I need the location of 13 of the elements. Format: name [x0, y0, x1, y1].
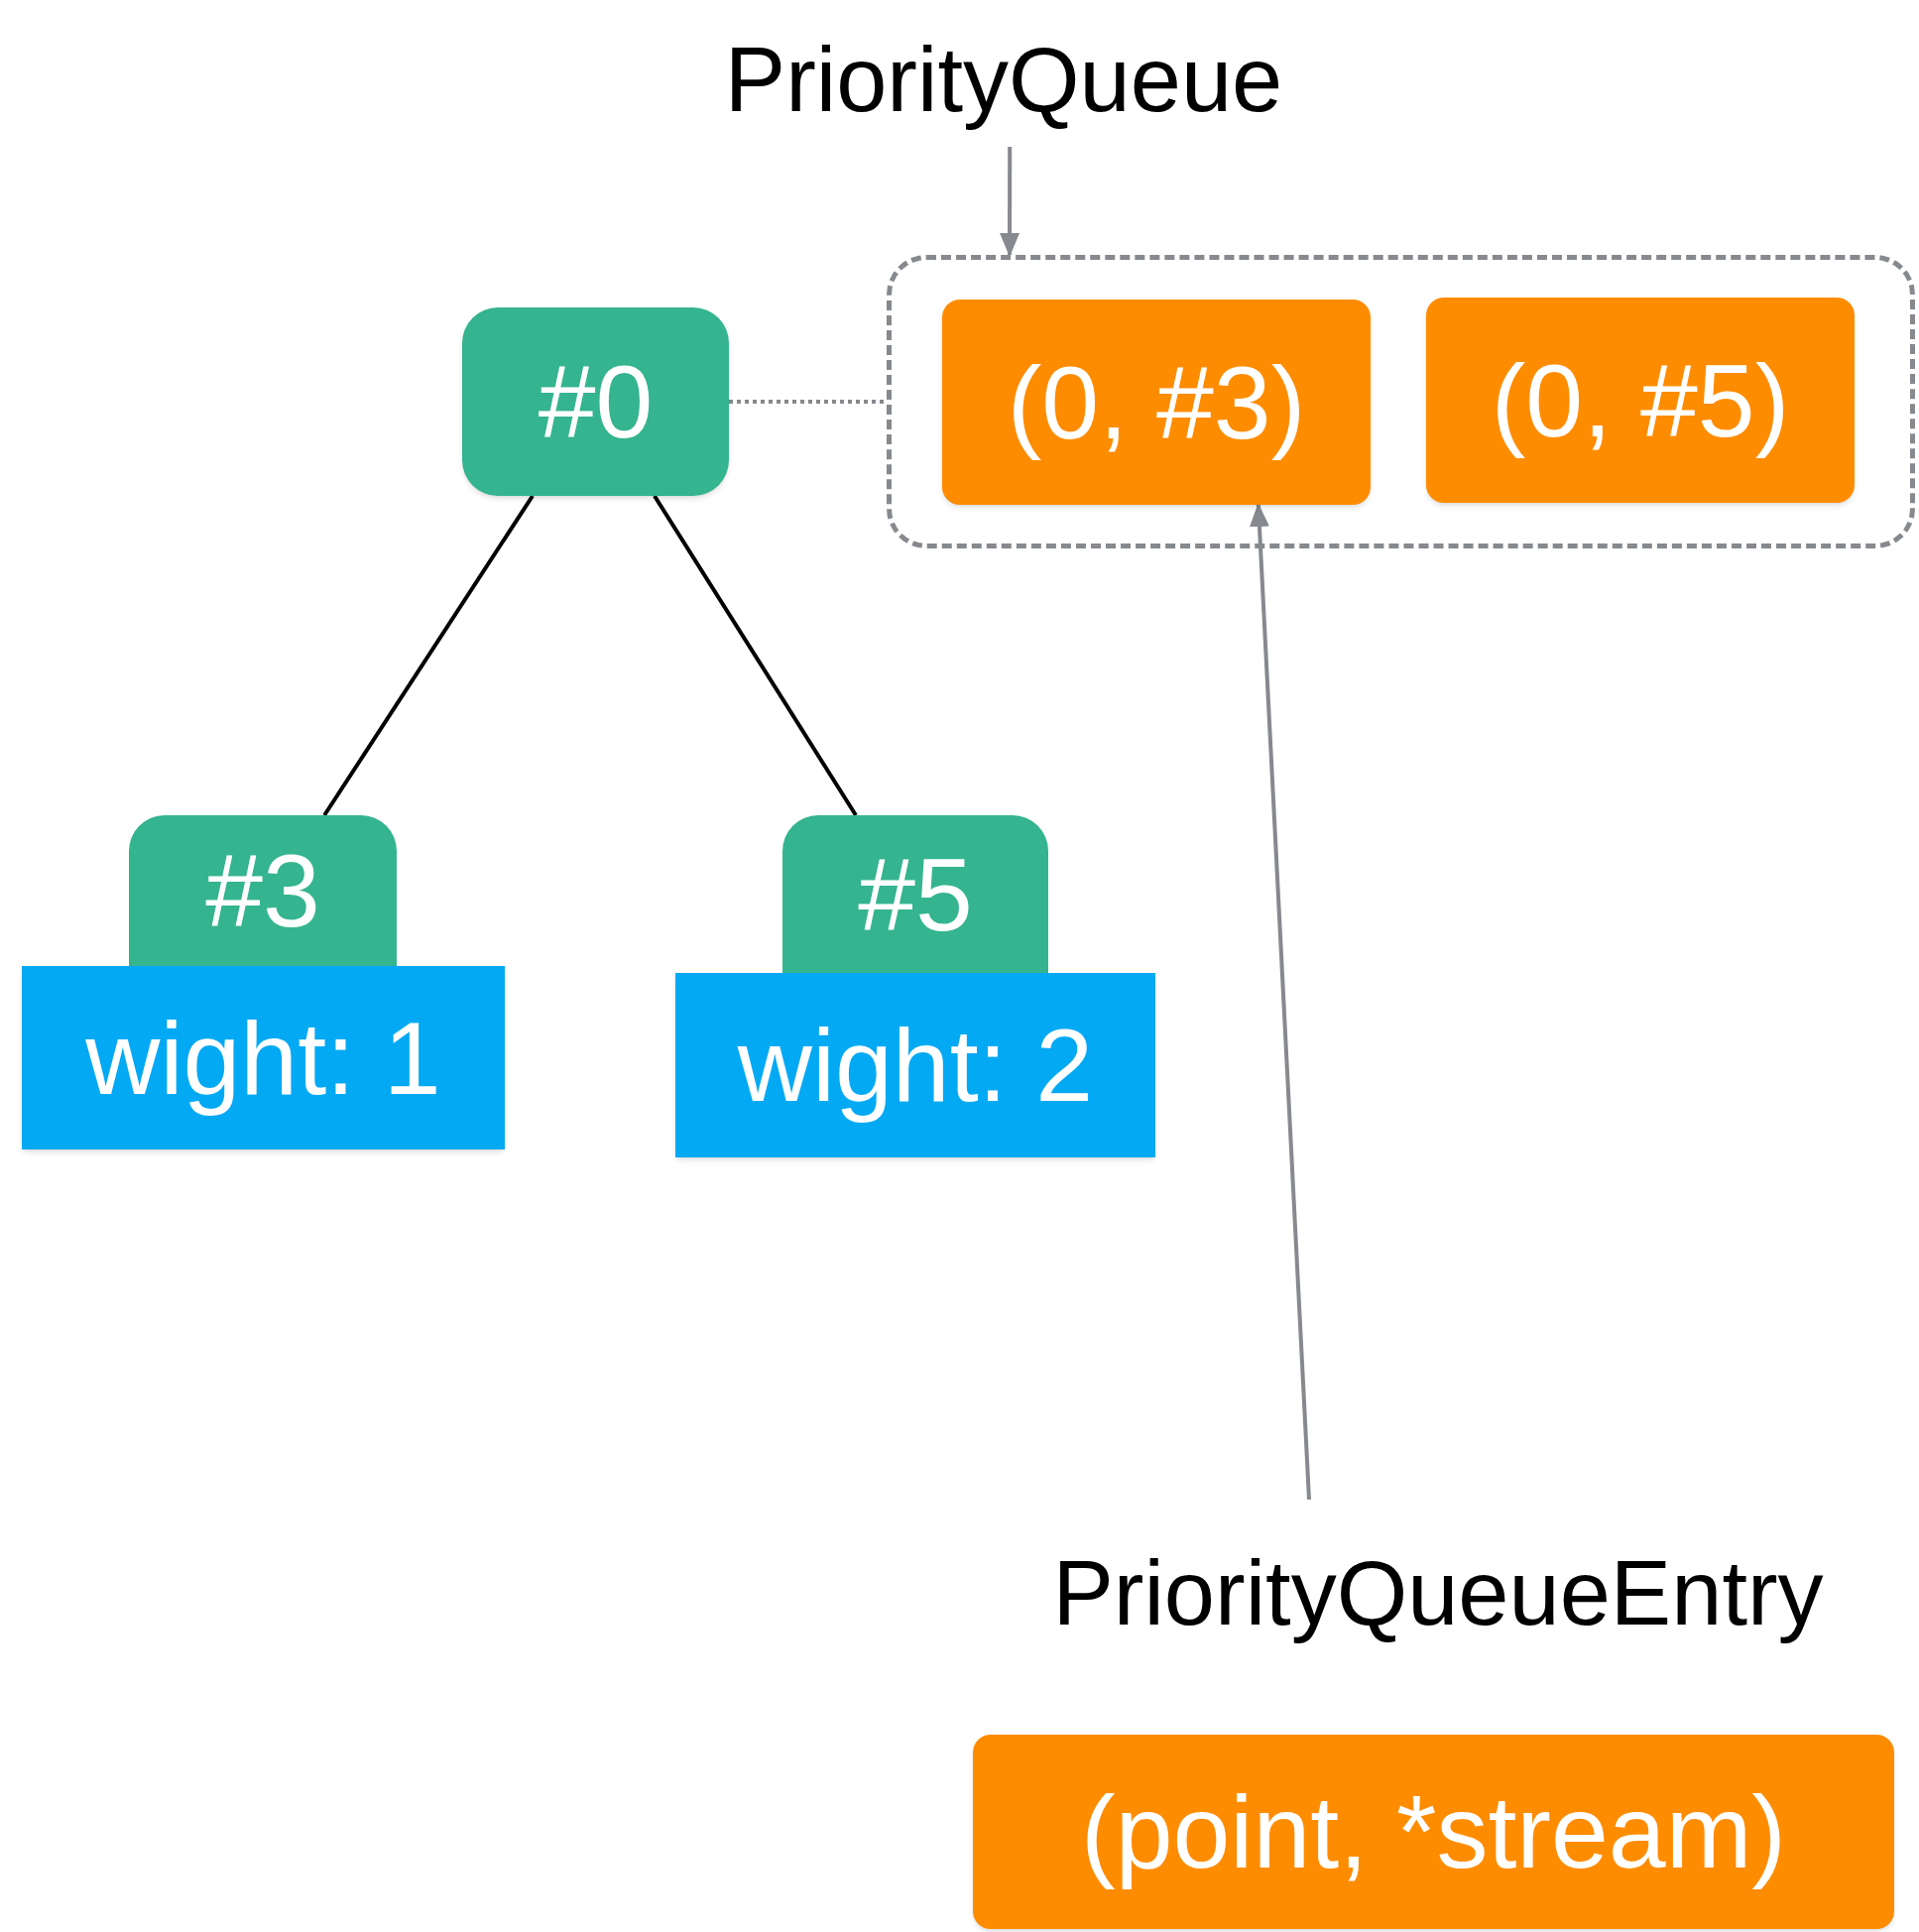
- connector-arrow: [1000, 147, 1020, 257]
- title-text: PriorityQueue: [696, 12, 1311, 147]
- connector-arrow: [1249, 503, 1311, 1501]
- weight-box: wight: 1: [22, 966, 505, 1149]
- entry-box: (0, #5): [1426, 298, 1855, 503]
- title-text: PriorityQueueEntry: [982, 1500, 1894, 1686]
- weight-box: wight: 2: [675, 973, 1155, 1157]
- tree-node-box: #0: [462, 307, 729, 496]
- entry-box: (0, #3): [942, 300, 1371, 505]
- tree-node-box: #5: [782, 815, 1048, 973]
- entry-box: (point, *stream): [973, 1735, 1894, 1929]
- tree-node-box: #3: [129, 815, 397, 966]
- dashed-group-box: [887, 255, 1915, 548]
